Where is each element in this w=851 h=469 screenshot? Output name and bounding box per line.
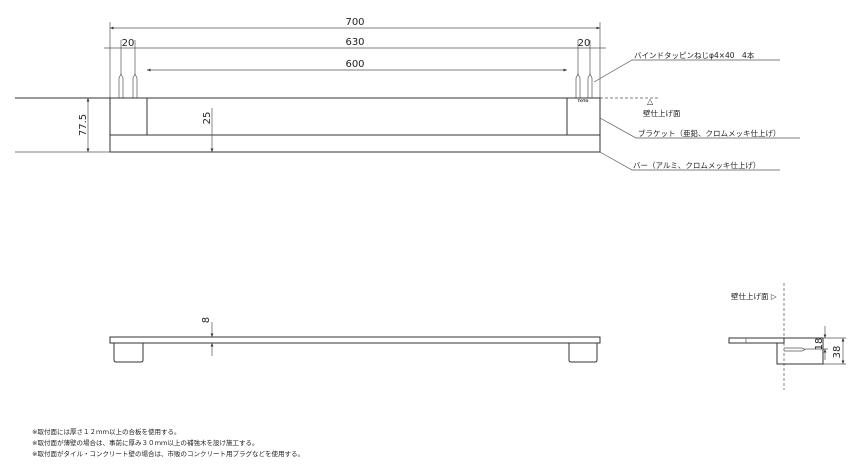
dim-38: 38 bbox=[832, 346, 843, 359]
wall-surface-label: 壁仕上げ面 bbox=[643, 108, 681, 118]
dim-18: 18 bbox=[814, 338, 825, 351]
notes: ※取付面には厚さ１２ｍｍ以上の合板を使用する。 ※取付面が薄壁の場合は、事前に厚… bbox=[32, 427, 304, 458]
note-3: ※取付面がタイル・コンクリート壁の場合は、市販のコンクリート用プラグなどを使用す… bbox=[32, 449, 304, 458]
dim-700: 700 bbox=[345, 17, 364, 28]
note-2: ※取付面が薄壁の場合は、事前に厚み３０ｍｍ以上の補強木を設け施工する。 bbox=[32, 438, 258, 447]
dim-77-5: 77.5 bbox=[78, 114, 89, 136]
bar-label: バー（アルミ、クロムメッキ仕上げ） bbox=[633, 160, 760, 170]
dim-8: 8 bbox=[201, 317, 212, 323]
screw-label: バインドタッピンねじφ4×40 4本 bbox=[634, 50, 755, 60]
side-view: 壁仕上げ面 ▷ 18 38 bbox=[728, 283, 846, 390]
front-view: 700 20 630 20 600 TOTO 77.5 bbox=[15, 17, 800, 171]
bracket-outline bbox=[109, 97, 601, 153]
wall-surface-triangle-icon: △ bbox=[647, 97, 654, 106]
side-wall-surface-label: 壁仕上げ面 ▷ bbox=[731, 291, 777, 301]
dim-600: 600 bbox=[345, 59, 364, 70]
bracket-label: ブラケット（亜鉛、クロムメッキ仕上げ） bbox=[638, 128, 781, 138]
note-1: ※取付面には厚さ１２ｍｍ以上の合板を使用する。 bbox=[32, 427, 180, 436]
screw-icons bbox=[118, 73, 593, 98]
dim-25: 25 bbox=[202, 112, 213, 125]
dim-630: 630 bbox=[345, 37, 364, 48]
dim-20-right: 20 bbox=[578, 38, 591, 49]
brand-mark: TOTO bbox=[578, 99, 589, 103]
plan-view: 8 bbox=[109, 317, 601, 363]
dim-20-left: 20 bbox=[122, 38, 135, 49]
